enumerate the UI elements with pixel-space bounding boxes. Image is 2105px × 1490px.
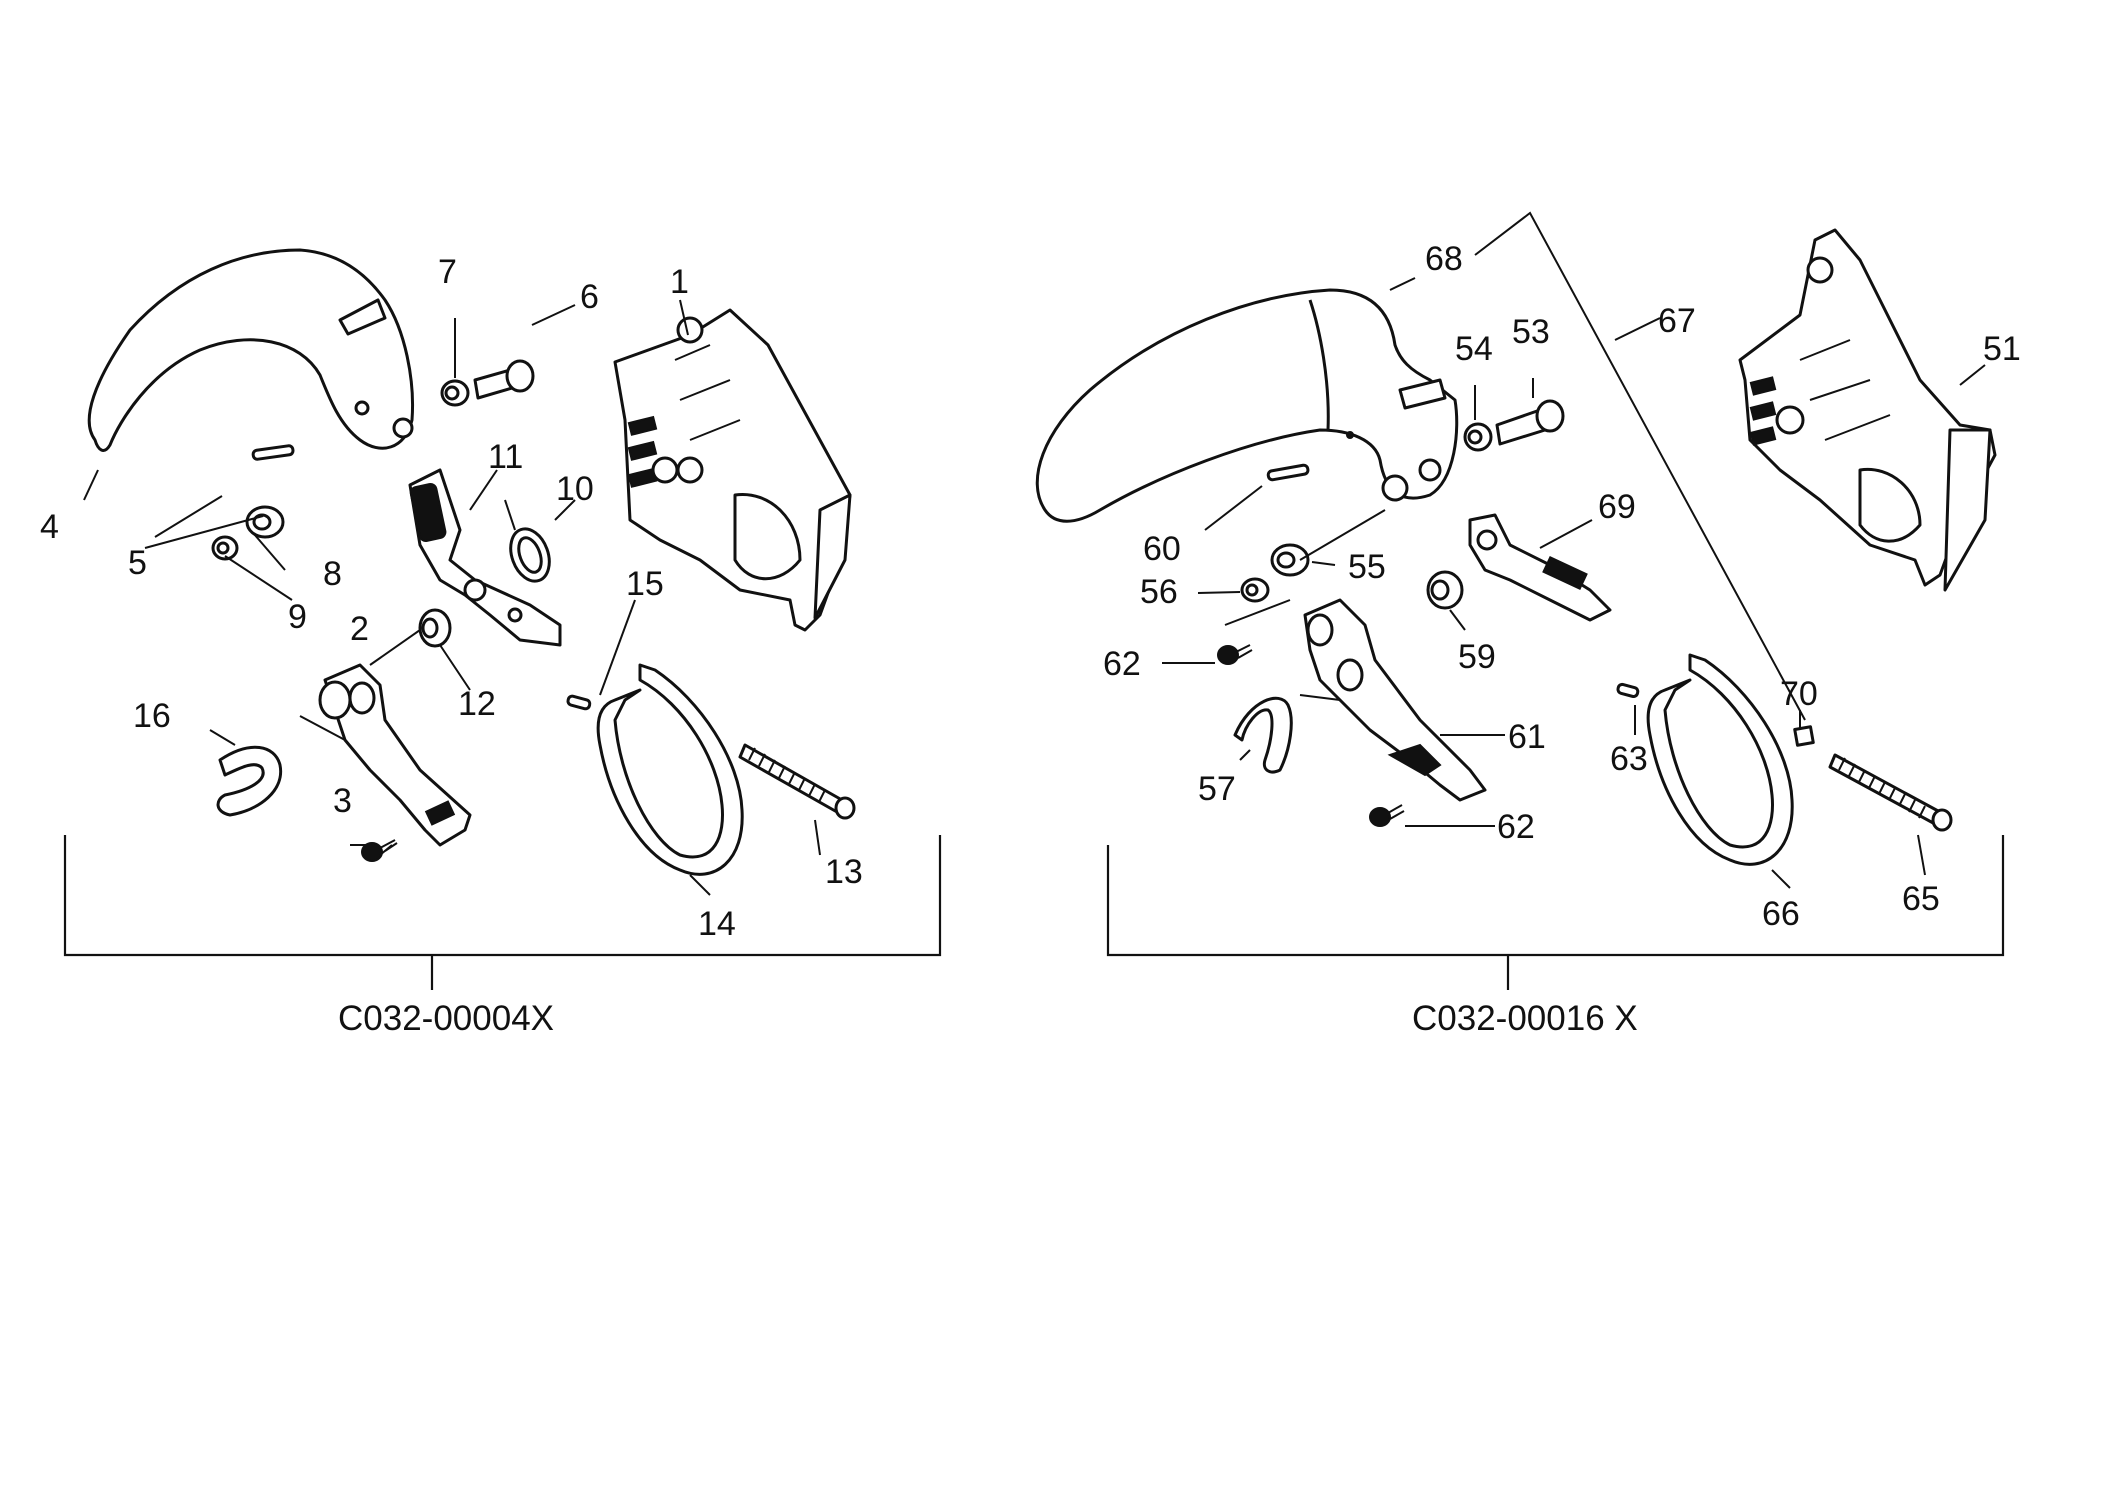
callout-63: 63 [1610,740,1648,778]
part-16-spring [216,745,283,817]
callout-6: 6 [580,278,599,316]
part-70-block [1793,725,1815,747]
callout-69: 69 [1598,488,1636,526]
part-14-brake-band [596,663,744,876]
part-4-hand-guard [87,248,414,452]
callout-13: 13 [825,853,863,891]
part-62-screw-lower [1369,804,1405,827]
assembly-bracket-left [63,835,942,990]
callout-5: 5 [128,544,147,582]
assembly-code-right: C032-00016 X [1412,999,1638,1038]
part-12-collar [418,608,452,648]
part-68-hand-guard [1035,288,1459,523]
callout-56: 56 [1140,573,1178,611]
part-13-spring [738,743,856,820]
assembly-bracket-right [1106,835,2005,990]
part-7-collar [440,379,470,407]
callout-55: 55 [1348,548,1386,586]
callout-3: 3 [333,782,352,820]
part-1-sprocket-cover [613,308,852,632]
part-8-washer [245,505,285,539]
callout-57: 57 [1198,770,1236,808]
part-11-brake-lever [408,468,562,647]
assembly-code-left: C032-00004X [338,999,554,1038]
callout-54: 54 [1455,330,1493,368]
part-9-nut [211,535,239,561]
callout-62b: 62 [1497,808,1535,846]
callout-66: 66 [1762,895,1800,933]
part-3-screw [361,839,398,862]
callout-67: 67 [1658,302,1696,340]
part-15-pin [566,694,592,711]
part-63-pin [1616,682,1640,699]
part-59-collar [1426,570,1464,610]
callout-70: 70 [1780,675,1818,713]
part-66-brake-band [1646,653,1794,866]
part-61-brake-arm [1299,598,1487,802]
callout-65: 65 [1902,880,1940,918]
assembly-left: 1 2 3 4 5 6 7 8 9 10 11 12 13 14 15 16 C… [40,248,942,1038]
callout-11: 11 [488,438,523,476]
callout-62a: 62 [1103,645,1141,683]
part-6-bolt [473,359,535,400]
callout-4: 4 [40,508,59,546]
part-10-spring [504,499,551,583]
callout-60: 60 [1143,530,1181,568]
part-2-brake-arm [299,663,472,847]
callout-7: 7 [438,253,457,291]
callout-53: 53 [1512,313,1550,351]
leader-lines-right [1162,211,1986,889]
callout-10: 10 [556,470,594,508]
callout-14: 14 [698,905,736,943]
callout-68: 68 [1425,240,1463,278]
part-56-nut [1240,577,1270,603]
part-57-spring [1233,696,1293,774]
callout-61: 61 [1508,718,1546,756]
part-55-washer [1270,543,1310,577]
callout-51: 51 [1983,330,2021,368]
callout-9: 9 [288,598,307,636]
callout-8: 8 [323,555,342,593]
part-62-screw-upper [1217,644,1253,665]
assembly-right: 51 53 54 55 56 57 59 60 61 62 62 63 65 6… [1035,211,2021,1038]
callout-12: 12 [458,685,496,723]
part-5-pin [251,444,295,461]
callout-2: 2 [350,610,369,648]
callout-1: 1 [670,263,689,301]
part-53-bolt [1495,399,1565,446]
part-69-lever-plate [1468,513,1612,622]
callout-16: 16 [133,697,171,735]
part-60-pin [1266,463,1310,482]
part-54-collar [1463,422,1493,452]
part-65-spring [1828,753,1953,832]
callout-59: 59 [1458,638,1496,676]
leader-lines-left [83,299,821,896]
part-51-sprocket-cover [1738,228,1997,592]
callout-15: 15 [626,565,664,603]
